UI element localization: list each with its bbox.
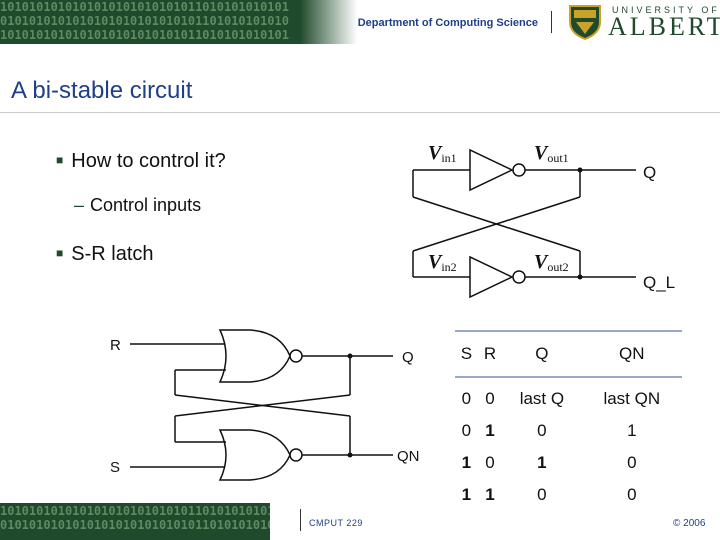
vout2-label: V [534,251,549,273]
bullet-text: S-R latch [71,243,154,265]
column-header: S [455,330,478,378]
square-bullet-icon: ■ [56,153,64,167]
column-header: R [477,330,503,378]
table-row: 1 0 1 0 [455,447,682,479]
binary-pattern-line: 0101010101010101010101010101101010101010 [0,14,289,28]
binary-pattern-line: 1010101010101010101010101011010101010101 [0,504,289,518]
bullet-item: ■ S-R latch [56,243,154,266]
ql-output-label: Q_L [643,273,675,292]
truth-table: S R Q QN 0 0 last Q last QN 0 1 0 1 1 0 … [455,330,682,513]
svg-text:Vin1: Vin1 [428,142,457,165]
table-cell: 1 [461,453,472,472]
vin2-subscript: in2 [441,260,456,274]
title-divider [0,112,720,113]
table-cell: 0 [461,421,472,440]
table-row: 0 1 0 1 [455,415,682,447]
vout2-subscript: out2 [547,260,568,274]
vin1-subscript: in1 [441,151,456,165]
square-bullet-icon: ■ [56,246,64,260]
column-header: QN [581,330,682,378]
slide-title: A bi-stable circuit [11,77,193,104]
vout1-label: V [534,142,549,164]
footer-divider [300,509,301,531]
table-cell: 1 [627,421,637,440]
vin1-label: V [428,142,443,164]
header-banner: 1010101010101010101010101011010101010101… [0,0,720,44]
table-cell: 1 [485,421,495,440]
table-cell: 0 [485,453,495,472]
svg-text:Vout1: Vout1 [534,142,569,165]
q-output-label: Q [402,349,414,366]
binary-pattern-line: 1010101010101010101010101011010101010101 [0,28,289,42]
table-header-row: S R Q QN [455,330,682,378]
q-output-label: Q [643,163,656,182]
table-cell: last Q [519,389,565,408]
svg-text:Vout2: Vout2 [534,251,569,274]
department-name: Department of Computing Science [357,17,538,29]
sub-bullet-text: Control inputs [90,195,202,215]
table-cell: 0 [537,421,547,440]
table-cell: 1 [537,453,547,472]
svg-text:Vin2: Vin2 [428,251,457,274]
vin2-label: V [428,251,443,273]
sub-bullet-item: –Control inputs [74,195,201,216]
vout1-subscript: out1 [547,151,568,165]
dash-bullet-icon: – [74,195,85,215]
qn-output-label: QN [397,448,420,465]
bullet-text: How to control it? [71,150,226,172]
table-cell: 0 [461,389,472,408]
university-crest-icon [569,5,601,40]
copyright-notice: © 2006 [673,518,706,529]
header-divider [551,11,552,33]
s-input-label: S [110,459,120,476]
binary-pattern-line: 1010101010101010101010101011010101010101 [0,0,289,14]
university-label: UNIVERSITY OF [612,5,720,15]
table-cell: 0 [485,389,495,408]
r-input-label: R [110,337,121,354]
footer-banner: 1010101010101010101010101011010101010101… [0,503,720,540]
table-cell: 0 [627,453,637,472]
table-row: 0 0 last Q last QN [455,377,682,415]
column-header: Q [502,330,582,378]
table-cell: last QN [603,389,661,408]
bullet-item: ■ How to control it? [56,150,226,173]
binary-pattern-line: 0101010101010101010101010101101010101010 [0,518,289,532]
course-code: CMPUT 229 [309,518,363,528]
